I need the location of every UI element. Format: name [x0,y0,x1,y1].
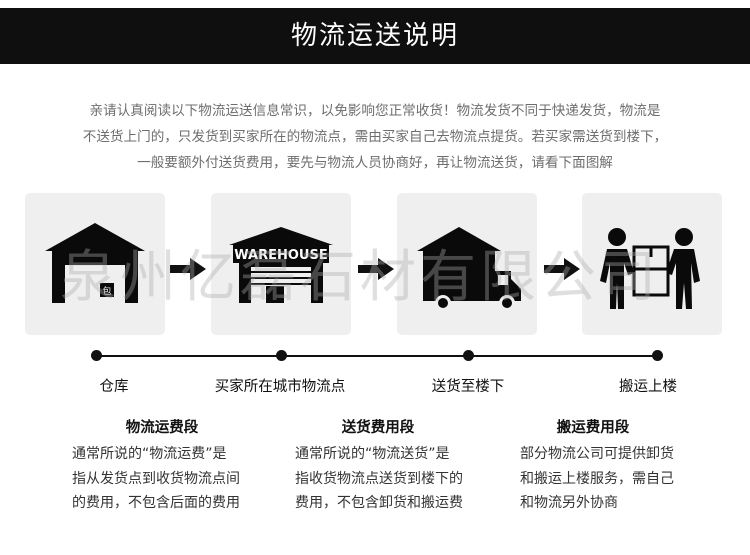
delivery-truck-icon [417,227,521,311]
desc-line: 指收货物流点送货到楼下的 [295,470,463,487]
arrow-right-icon [544,258,580,284]
desc-line: 费用，不包含卸货和搬运费 [295,495,463,511]
desc-line: 部分物流公司可提供卸货 [520,446,674,462]
logistics-warehouse-icon: WAREHOUSE [229,227,333,303]
desc-line: 和物流另外协商 [520,495,618,511]
section-desc-delivery-fee: 通常所说的“物流送货”是 指收货物流点送货到楼下的 费用，不包含卸货和搬运费 [295,442,463,516]
intro-paragraph: 亲请认真阅读以下物流运送信息常识，以免影响您正常收货！物流发货不同于快递发货，物… [40,98,710,176]
warehouse-icon: 包 [45,223,145,303]
timeline [96,355,658,357]
section-title-freight: 物流运费段 [125,420,199,436]
section-desc-freight: 通常所说的“物流运费”是 指从发货点到收货物流点间 的费用，不包含后面的费用 [72,442,240,516]
stage-label-logistics-point: 买家所在城市物流点 [214,379,346,395]
intro-line: 一般要额外付送货费用，要先与物流人员协商好，再让物流送货，请看下面图解 [137,155,613,171]
intro-line: 亲请认真阅读以下物流运送信息常识，以免影响您正常收货！物流发货不同于快递发货，物… [89,103,661,119]
stage-label-warehouse: 仓库 [99,379,129,395]
box-icon: 包 [102,285,111,297]
section-title-delivery-fee: 送货费用段 [341,420,415,436]
section-desc-carrying-fee: 部分物流公司可提供卸货 和搬运上楼服务，需自己 和物流另外协商 [520,442,674,516]
watermark-text: 泉州亿磊石材有限公司 [60,245,660,310]
intro-line: 不送货上门的，只发货到买家所在的物流点，需由买家自己去物流点提货。若买家需送货到… [82,129,668,145]
timeline-dot [91,350,102,361]
timeline-dot [652,350,663,361]
tile-warehouse: 包 [25,193,165,335]
tile-delivery [397,193,537,335]
tile-movers [582,193,722,335]
desc-line: 通常所说的“物流运费”是 [72,446,227,462]
section-title-carrying-fee: 搬运费用段 [556,420,630,436]
stage-label-carry-upstairs: 搬运上楼 [619,379,677,395]
stage-label-delivery: 送货至楼下 [431,379,505,395]
desc-line: 指从发货点到收货物流点间 [72,470,240,487]
arrow-right-icon [170,258,206,284]
desc-line: 的费用，不包含后面的费用 [72,495,240,511]
page-title: 物流运送说明 [290,21,459,51]
arrow-right-icon [358,258,394,284]
desc-line: 和搬运上楼服务，需自己 [520,470,674,487]
warehouse-sign: WAREHOUSE [234,248,327,263]
timeline-dot [463,350,474,361]
desc-line: 通常所说的“物流送货”是 [295,446,450,462]
tile-logistics-point: WAREHOUSE [211,193,351,335]
header-banner: 物流运送说明 [0,8,750,64]
timeline-dot [276,350,287,361]
movers-icon [600,228,700,309]
